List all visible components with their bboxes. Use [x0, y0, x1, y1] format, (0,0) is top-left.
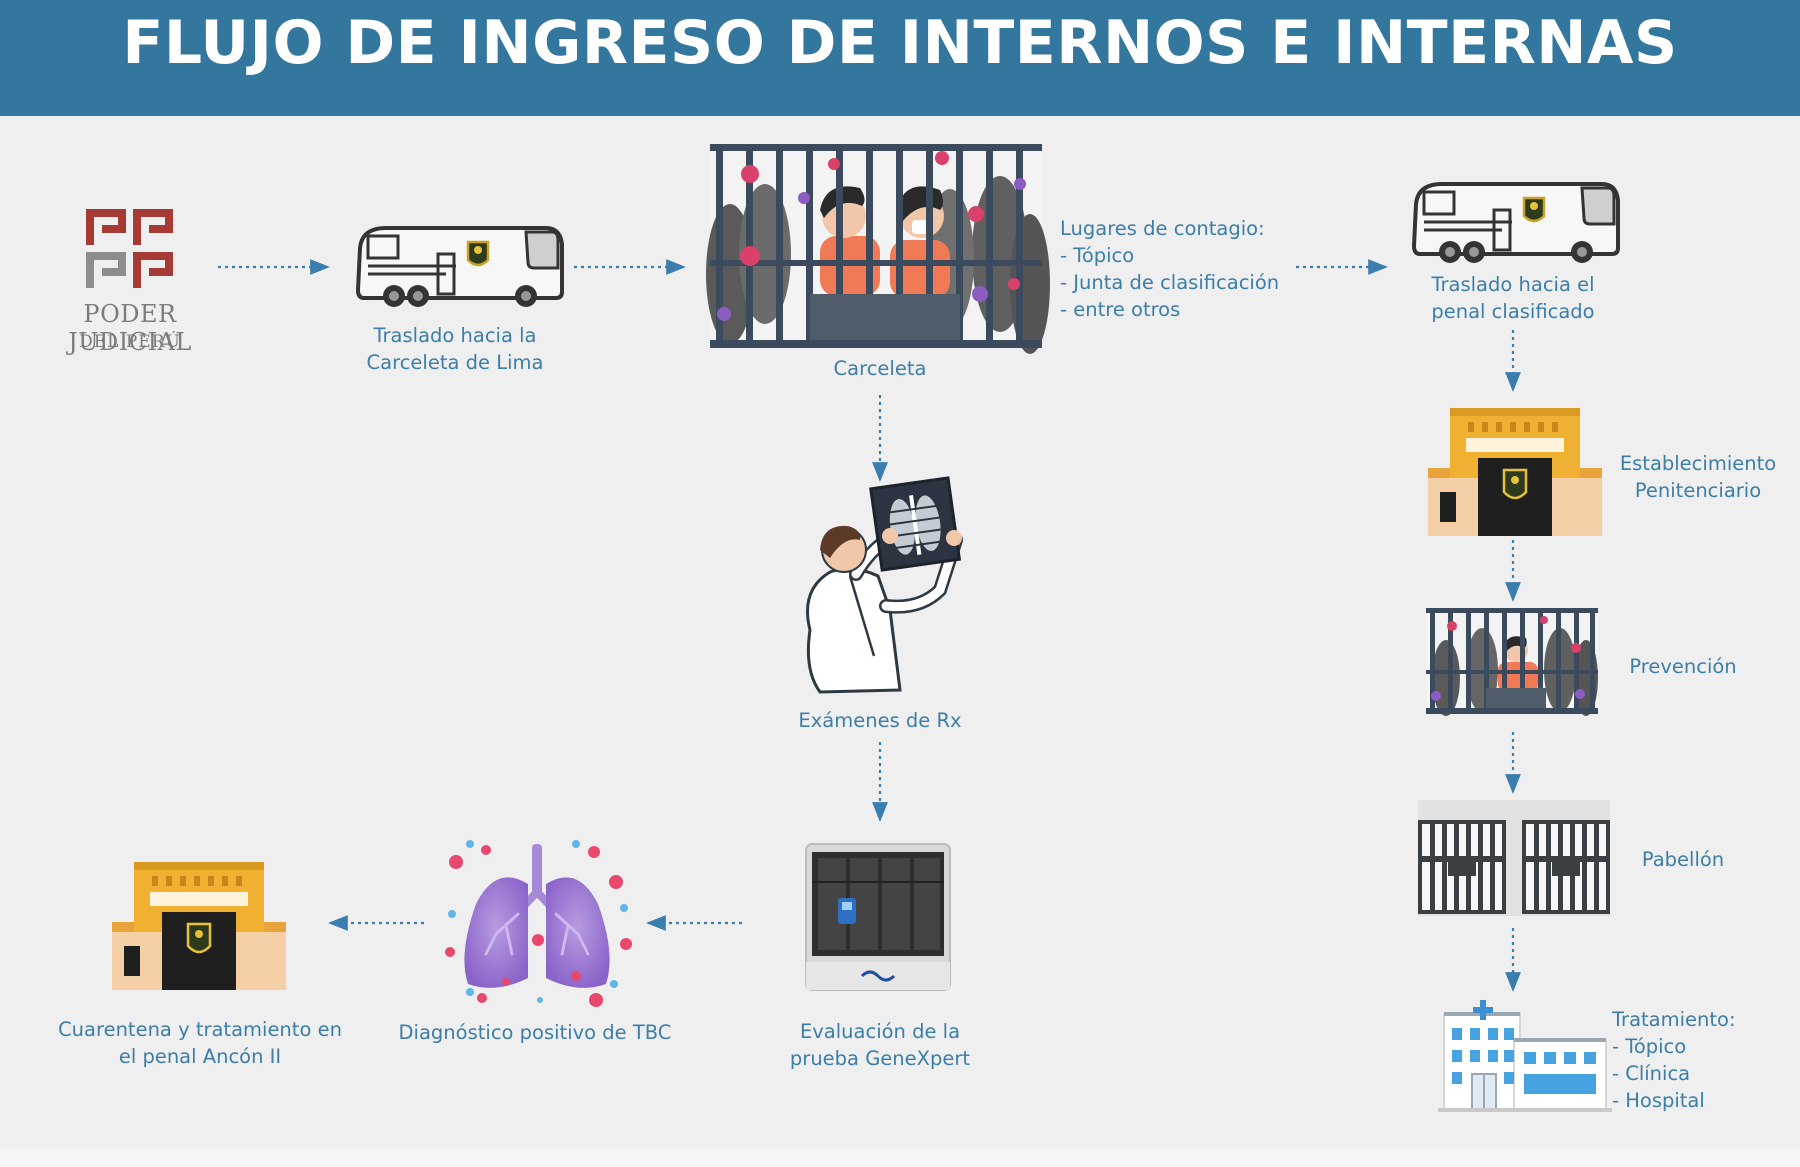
bus-icon — [355, 226, 564, 307]
label-examenes-rx: Exámenes de Rx — [798, 709, 962, 732]
bottom-strip — [0, 1148, 1800, 1167]
label-pabellon: Pabellón — [1641, 848, 1725, 871]
label-carceleta: Carceleta — [833, 357, 927, 380]
genexpert-machine-icon — [805, 843, 951, 991]
prevention-cell-icon — [1426, 608, 1598, 716]
bus-icon-2 — [1411, 182, 1620, 263]
pavilion-gates-icon — [1418, 800, 1610, 916]
logo-country: DEL PERÚ — [79, 332, 181, 352]
label-tratamiento: Tratamiento:- Tópico- Clínica- Hospital — [1612, 1008, 1736, 1112]
lungs-icon — [445, 840, 632, 1007]
carceleta-cell-icon — [706, 144, 1050, 354]
flow-arrows — [218, 259, 1521, 992]
label-prevencion: Prevención — [1629, 655, 1737, 678]
prison-building-icon-2 — [112, 862, 286, 990]
label-lugares-contagio: Lugares de contagio:- Tópico- Junta de c… — [1060, 217, 1280, 321]
doctor-xray-icon — [806, 476, 963, 694]
prison-building-icon — [1428, 408, 1602, 536]
label-diagnostico-tbc: Diagnóstico positivo de TBC — [398, 1021, 672, 1044]
logo-name: PODER JUDICIAL — [68, 300, 192, 356]
header-banner: FLUJO DE INGRESO DE INTERNOS E INTERNAS — [0, 0, 1800, 116]
page-title: FLUJO DE INGRESO DE INTERNOS E INTERNAS — [122, 8, 1678, 78]
poder-judicial-logo-icon — [86, 209, 173, 288]
hospital-icon — [1438, 1000, 1612, 1112]
